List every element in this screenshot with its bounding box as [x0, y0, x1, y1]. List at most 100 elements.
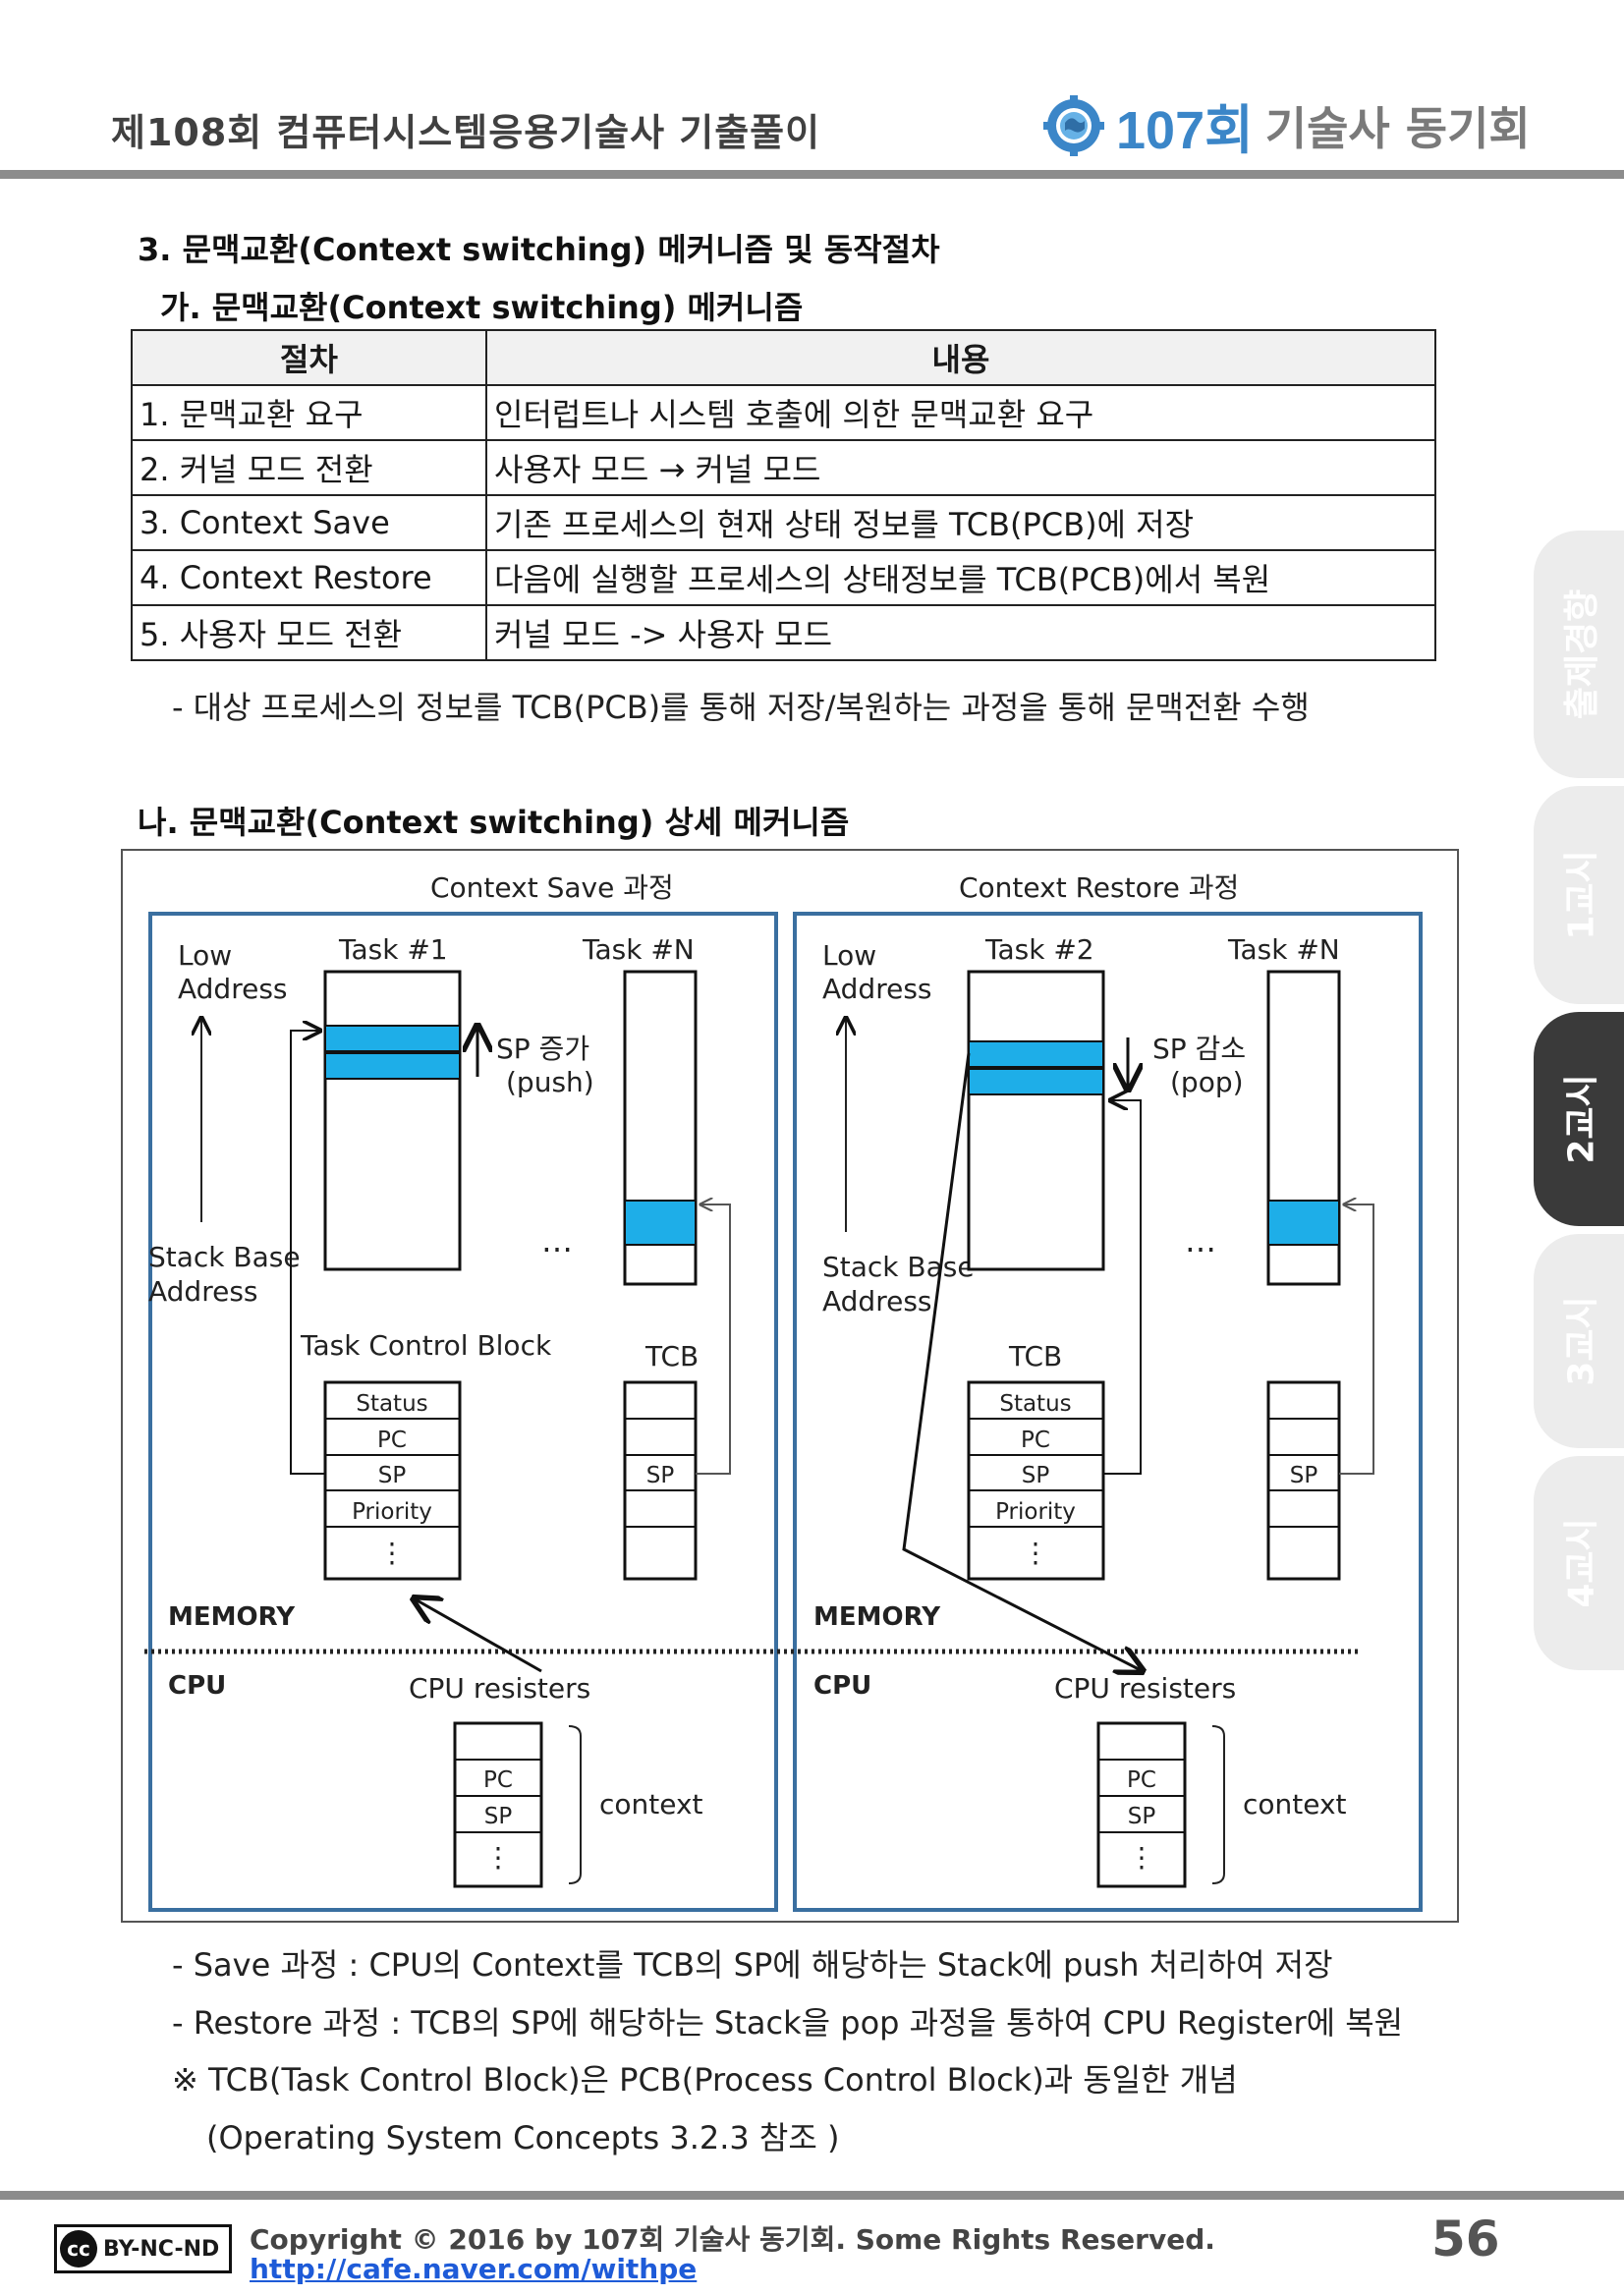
sp-decrease-label: SP 감소: [1152, 1033, 1246, 1065]
low-address-label: Low: [822, 939, 876, 972]
tcb-field-sp: SP: [1022, 1463, 1050, 1488]
header-divider: [0, 170, 1624, 179]
table-row: 2. 커널 모드 전환 사용자 모드 → 커널 모드: [131, 439, 1436, 496]
context-bracket: [568, 1725, 582, 1884]
tcb-field-pc: PC: [377, 1428, 407, 1453]
task-n-tcb: [623, 1380, 698, 1581]
register-pc: PC: [1127, 1767, 1156, 1793]
task-n-tcb: [1266, 1380, 1341, 1581]
tcb-field-sp: SP: [378, 1463, 407, 1488]
tab-label: 4교시: [1561, 1518, 1602, 1608]
tcb-field-priority: Priority: [995, 1499, 1076, 1525]
table-cell-step: 2. 커널 모드 전환: [131, 439, 487, 496]
tcb-field-status: Status: [999, 1391, 1071, 1417]
popped-stack-slot: [968, 1068, 1104, 1095]
tab-period-4[interactable]: 4교시: [1534, 1456, 1624, 1670]
task-1-tcb: [323, 1380, 462, 1581]
save-process-note: - Save 과정 : CPU의 Context를 TCB의 SP에 해당하는 …: [172, 1946, 1333, 1984]
restore-panel-frame: [793, 912, 1423, 1912]
popped-stack-slot: [968, 1040, 1104, 1068]
ellipsis: …: [541, 1222, 573, 1260]
diagram-border: [121, 849, 1459, 1923]
task-n-label: Task #N: [1227, 933, 1340, 966]
tab-period-2[interactable]: 2교시: [1534, 1012, 1624, 1226]
task-n-label: Task #N: [582, 933, 695, 966]
context-bracket: [1211, 1725, 1225, 1884]
table-cell-content: 기존 프로세스의 현재 상태 정보를 TCB(PCB)에 저장: [485, 494, 1436, 551]
tcb-sp-pointer: [1103, 1100, 1142, 1475]
task-2-tcb: [967, 1380, 1105, 1581]
document-header-title: 제108회 컴퓨터시스템응용기술사 기출풀이: [111, 111, 821, 154]
low-address-label: Low: [178, 939, 232, 972]
tcb-definition-note: ※ TCB(Task Control Block)은 PCB(Process C…: [172, 2061, 1238, 2099]
register-more: ⋮: [1128, 1841, 1155, 1874]
table-cell-step: 3. Context Save: [131, 494, 487, 551]
stack-base-label: Address: [822, 1285, 932, 1317]
tcb-field-pc: PC: [1021, 1428, 1050, 1453]
tab-period-3[interactable]: 3교시: [1534, 1234, 1624, 1448]
low-address-label: Address: [178, 973, 288, 1005]
table-note: - 대상 프로세스의 정보를 TCB(PCB)를 통해 저장/복원하는 과정을 …: [172, 689, 1310, 726]
task-2-stack: [967, 970, 1105, 1271]
procedure-table: 절차 내용 1. 문맥교환 요구 인터럽트나 시스템 호출에 의한 문맥교환 요…: [131, 329, 1436, 661]
context-label: context: [1243, 1788, 1347, 1820]
copyright-text: Copyright © 2016 by 107회 기술사 동기회. Some R…: [250, 2223, 1215, 2256]
save-context-arrow: [414, 1598, 542, 1673]
stack-base-label: Stack Base: [822, 1251, 975, 1283]
memory-label: MEMORY: [813, 1602, 941, 1632]
tab-exam-trend[interactable]: 출제경향: [1534, 531, 1624, 778]
register-sp: SP: [1128, 1804, 1156, 1829]
cpu-register-box: [1096, 1721, 1187, 1888]
tcb-n-sp-pointer: [1339, 1204, 1374, 1475]
table-cell-content: 사용자 모드 → 커널 모드: [485, 439, 1436, 496]
cc-icon: cc: [60, 2230, 97, 2268]
table-header-content: 내용: [485, 329, 1436, 386]
restore-process-note: - Restore 과정 : TCB의 SP에 해당하는 Stack을 pop …: [172, 2004, 1404, 2042]
tcb-field-more: ⋮: [378, 1537, 406, 1569]
pushed-stack-slot: [324, 1025, 461, 1052]
table-row: 4. Context Restore 다음에 실행할 프로세스의 상태정보를 T…: [131, 549, 1436, 606]
memory-label: MEMORY: [168, 1602, 296, 1632]
task-2-label: Task #2: [984, 933, 1094, 966]
register-sp: SP: [484, 1804, 513, 1829]
table-cell-content: 다음에 실행할 프로세스의 상태정보를 TCB(PCB)에서 복원: [485, 549, 1436, 606]
tab-label: 출제경향: [1562, 588, 1603, 720]
tab-label: 2교시: [1561, 1074, 1602, 1164]
context-switch-diagram-svg: Context Save 과정 Low Address Stack Base A…: [121, 849, 1459, 1923]
subsection-b-title: 나. 문맥교환(Context switching) 상세 메커니즘: [138, 804, 850, 841]
reference-note: (Operating System Concepts 3.2.3 참조 ): [206, 2119, 840, 2156]
cpu-label: CPU: [813, 1671, 871, 1701]
table-header-row: 절차 내용: [131, 329, 1436, 386]
task-1-stack: [323, 970, 462, 1271]
pushed-stack-slot: [324, 1052, 461, 1080]
cpu-registers-label: CPU resisters: [409, 1672, 590, 1705]
task-1-label: Task #1: [338, 933, 448, 966]
tab-period-1[interactable]: 1교시: [1534, 786, 1624, 1004]
table-cell-content: 커널 모드 -> 사용자 모드: [485, 604, 1436, 661]
table-cell-step: 4. Context Restore: [131, 549, 487, 606]
page-number: 56: [1431, 2211, 1500, 2268]
tab-label: 3교시: [1561, 1296, 1602, 1386]
cpu-registers-label: CPU resisters: [1054, 1672, 1236, 1705]
table-row: 5. 사용자 모드 전환 커널 모드 -> 사용자 모드: [131, 604, 1436, 661]
cafe-link[interactable]: http://cafe.naver.com/withpe: [250, 2253, 698, 2285]
save-panel-title: Context Save 과정: [430, 871, 674, 904]
task-n-stack-slot: [624, 1200, 697, 1246]
table-cell-step: 1. 문맥교환 요구: [131, 384, 487, 441]
creative-commons-badge: cc BY-NC-ND: [54, 2224, 232, 2273]
tab-label: 1교시: [1561, 850, 1602, 940]
cpu-register-box: [453, 1721, 543, 1888]
cpu-label: CPU: [168, 1671, 226, 1701]
tcb-n-field-sp: SP: [646, 1463, 675, 1488]
restore-panel-title: Context Restore 과정: [959, 871, 1239, 904]
register-pc: PC: [483, 1767, 513, 1793]
gear-globe-icon: [1043, 94, 1104, 156]
sp-increase-label: (push): [506, 1066, 594, 1098]
table-row: 1. 문맥교환 요구 인터럽트나 시스템 호출에 의한 문맥교환 요구: [131, 384, 1436, 441]
logo-text: 기술사 동기회: [1264, 101, 1531, 155]
table-row: 3. Context Save 기존 프로세스의 현재 상태 정보를 TCB(P…: [131, 494, 1436, 551]
table-cell-step: 5. 사용자 모드 전환: [131, 604, 487, 661]
context-switch-diagram: Context Save 과정 Low Address Stack Base A…: [121, 849, 1459, 1923]
tcb-title: Task Control Block: [300, 1329, 552, 1362]
tcb-sp-pointer: [290, 1031, 325, 1475]
